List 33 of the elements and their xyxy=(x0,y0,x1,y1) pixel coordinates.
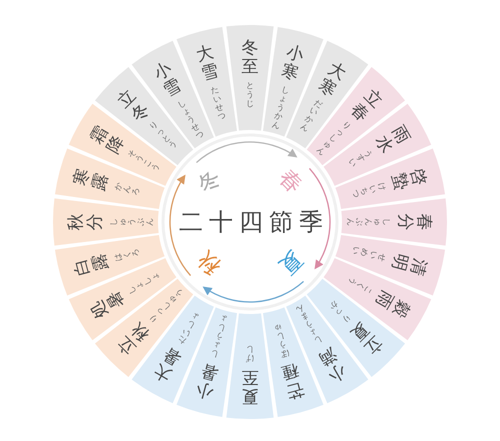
reading: たいせつ xyxy=(210,84,227,122)
reading: ぼうしゅ xyxy=(273,322,290,360)
term-name: 芒種 xyxy=(279,360,306,401)
reading: しゅうぶん xyxy=(109,218,154,226)
term-name: 啓蟄 xyxy=(388,166,429,193)
season-label: 夏 xyxy=(274,246,306,278)
reading: とうじ xyxy=(246,81,254,108)
reading: せいめい xyxy=(350,245,388,262)
term-name: 秋分 xyxy=(67,214,105,230)
season-label: 冬 xyxy=(194,166,226,198)
term-name: 清明 xyxy=(388,251,429,278)
arrow xyxy=(308,168,331,270)
reading: けいちつ xyxy=(350,182,388,199)
term-name: 小寒 xyxy=(279,43,306,84)
reading: げし xyxy=(246,345,254,363)
season-label: 春 xyxy=(274,166,306,198)
reading: しゅんぶん xyxy=(346,218,391,226)
term-name: 冬至 xyxy=(242,39,258,77)
title: 二十四節季 xyxy=(179,208,329,236)
term-name: 夏至 xyxy=(242,367,258,405)
arrow xyxy=(169,174,192,276)
arrow xyxy=(202,280,304,303)
term-name: 白露 xyxy=(71,251,112,278)
reading: しょうしょ xyxy=(210,314,230,360)
reading: しょうかん xyxy=(270,84,290,130)
term-name: 大雪 xyxy=(194,43,221,84)
reading: はくろ xyxy=(112,248,141,262)
reading: かんろ xyxy=(112,182,141,196)
term-name: 寒露 xyxy=(71,166,112,193)
season-label: 秋 xyxy=(194,246,226,278)
term-name: 小暑 xyxy=(194,360,221,401)
term-name: 春分 xyxy=(395,214,433,230)
arrow xyxy=(196,141,298,164)
